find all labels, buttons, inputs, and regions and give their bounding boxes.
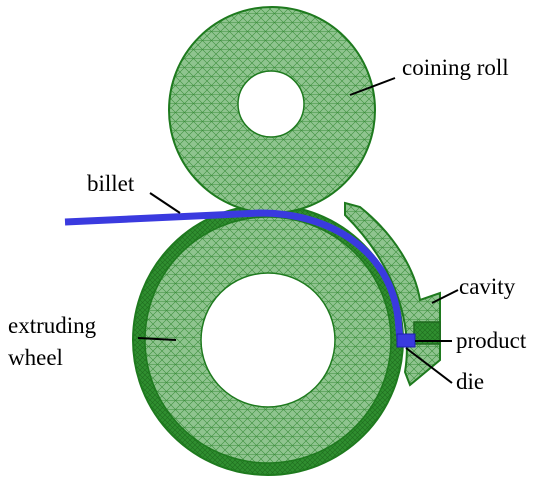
label-wheel: wheel xyxy=(8,345,63,370)
label-cavity: cavity xyxy=(459,274,516,299)
leader-cavity xyxy=(431,289,459,304)
label-extruding: extruding xyxy=(8,313,97,338)
label-billet: billet xyxy=(87,171,135,196)
extruding-wheel-hole xyxy=(200,272,336,408)
coining-roll-hole xyxy=(237,70,305,138)
billet xyxy=(64,209,411,346)
leader-die xyxy=(405,347,453,384)
leader-billet xyxy=(149,192,181,214)
label-product: product xyxy=(456,328,527,353)
label-die: die xyxy=(456,369,484,394)
leader-extruding-wheel xyxy=(137,337,177,341)
label-coining-roll: coining roll xyxy=(402,55,509,80)
leader-coining-roll xyxy=(349,77,396,96)
product xyxy=(396,333,416,348)
die-block xyxy=(413,321,441,345)
